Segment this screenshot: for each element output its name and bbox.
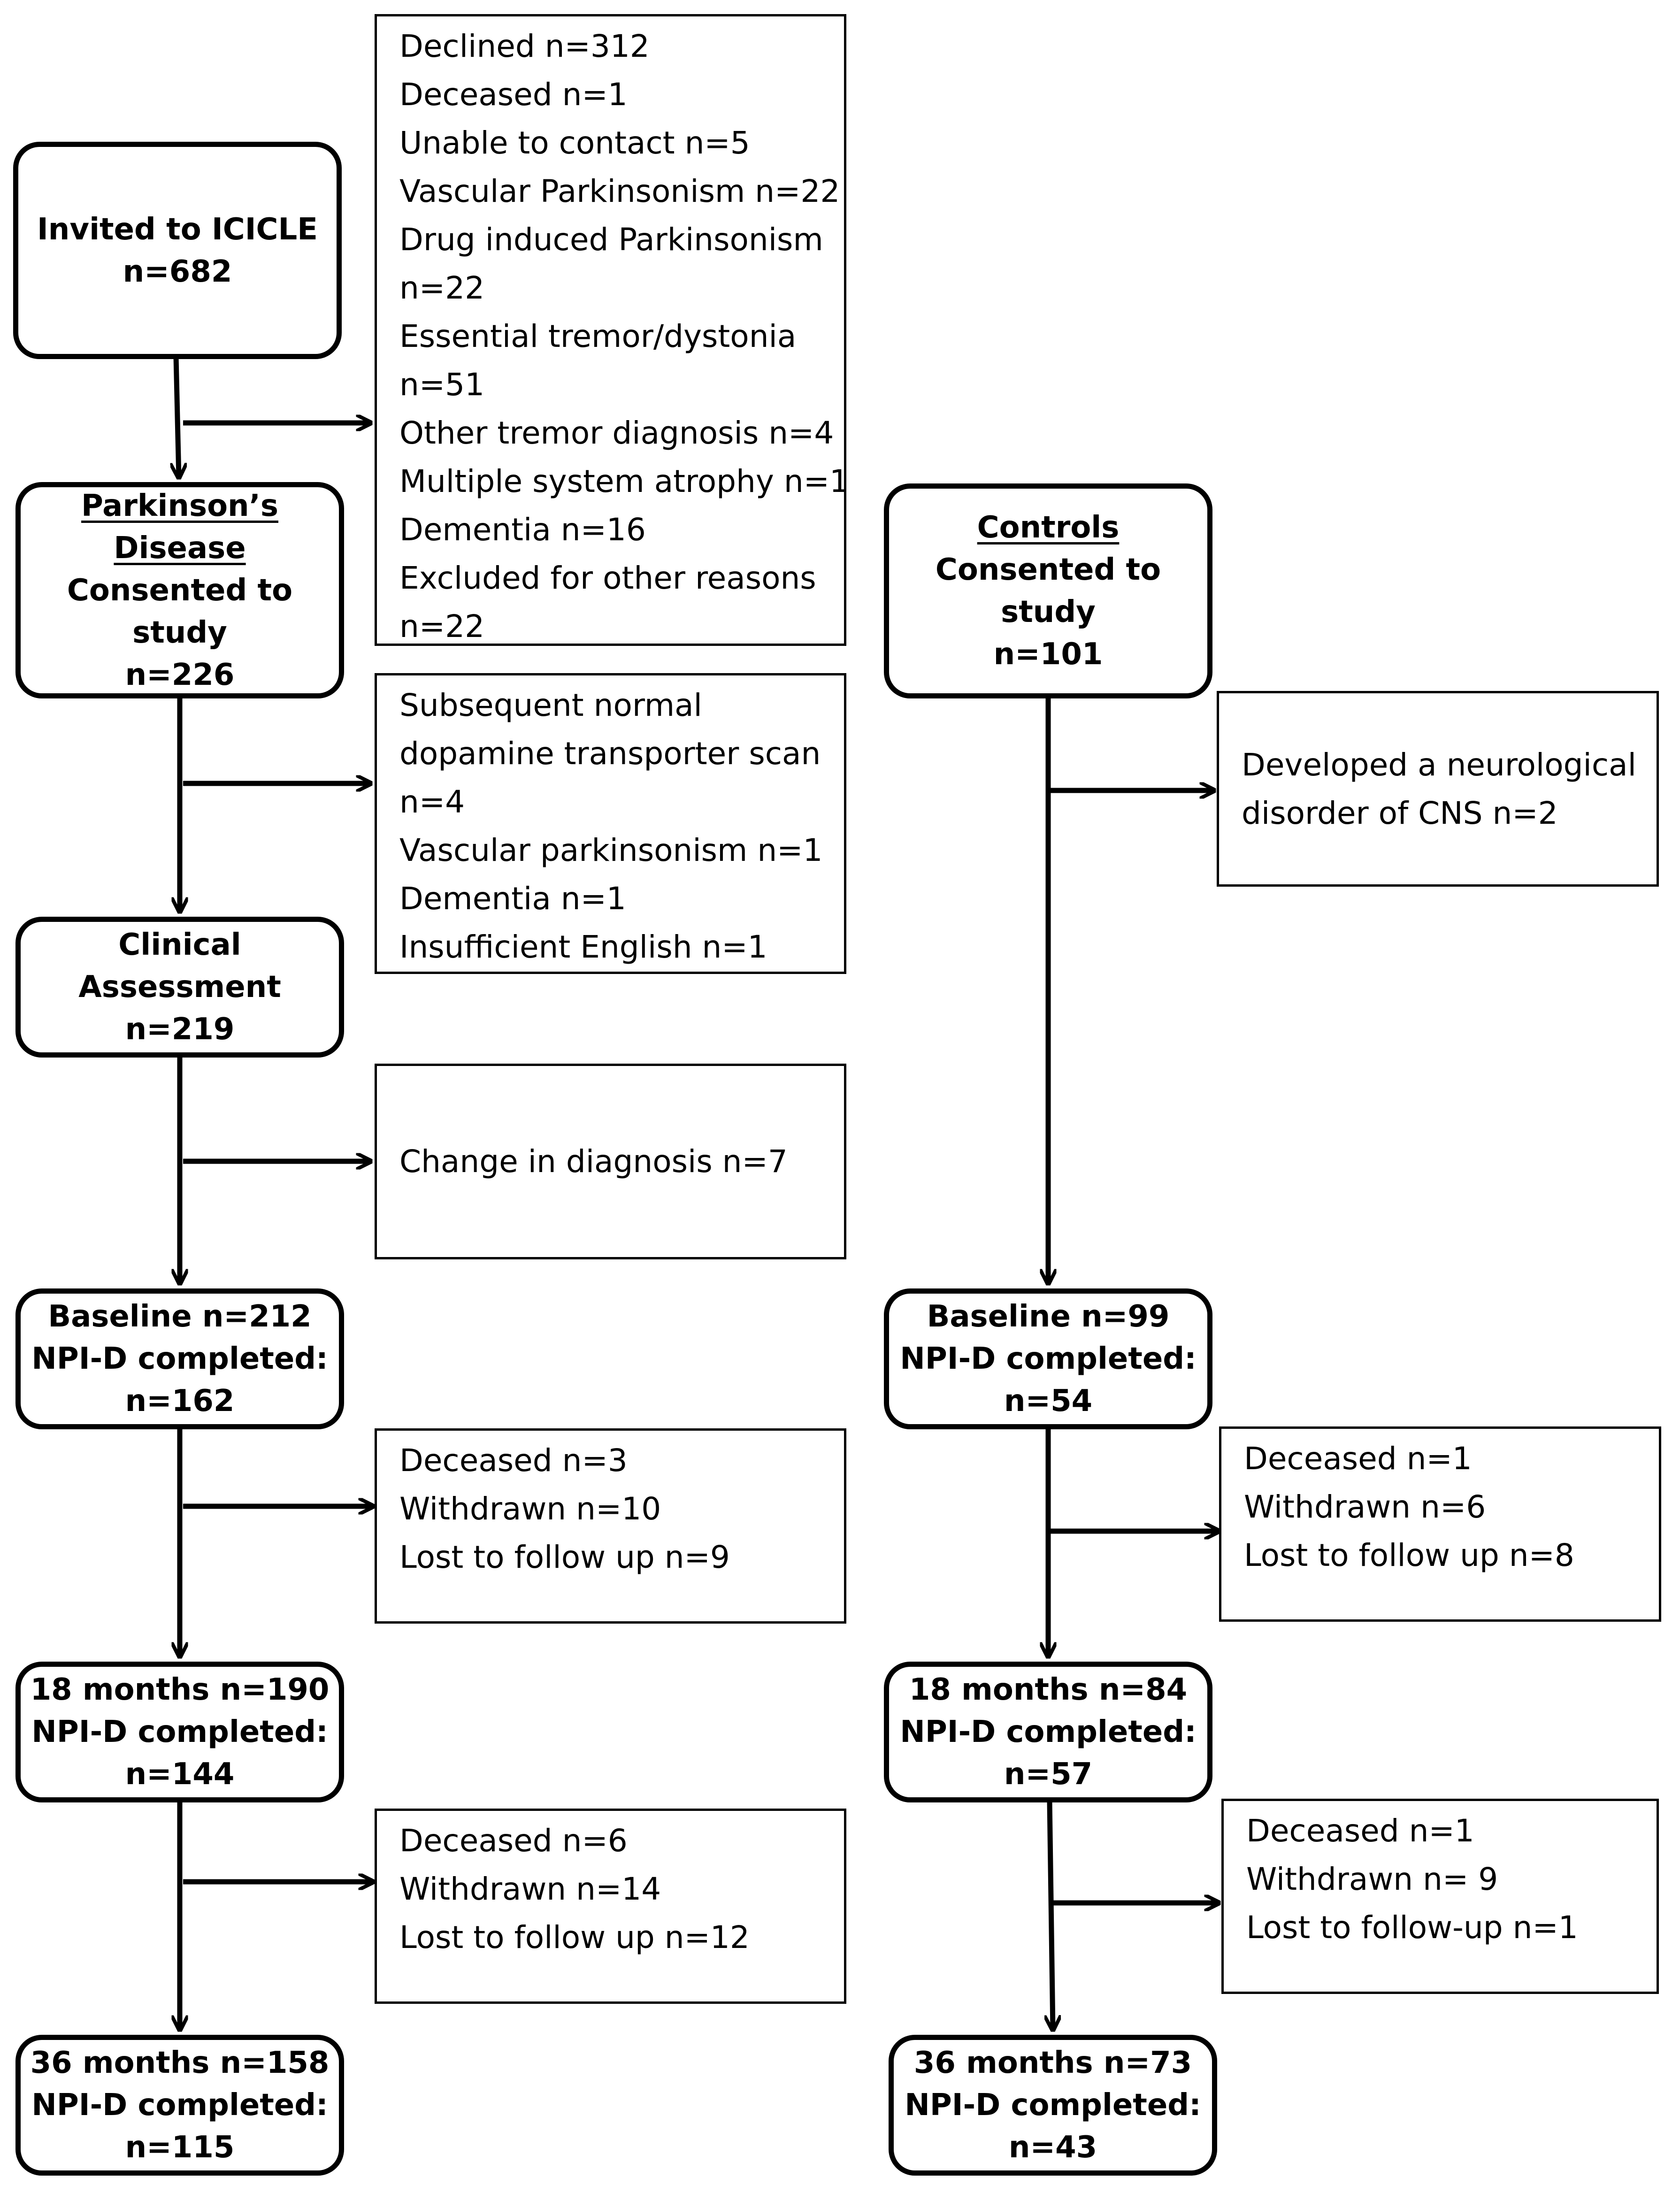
controls-36m-npid-label: NPI-D completed: — [905, 2088, 1201, 2123]
invited-node: Invited to ICICLE n=682 — [13, 142, 342, 359]
exclusion-item: n=51 — [399, 367, 485, 403]
exclusion-item: Other tremor diagnosis n=4 — [399, 415, 834, 451]
exclusion-item: Deceased n=1 — [1246, 1813, 1474, 1849]
pd-baseline-node: Baseline n=212 NPI-D completed: n=162 — [15, 1288, 344, 1429]
pd-18m-npid-count: n=144 — [125, 1757, 235, 1792]
controls-36m-total: 36 months n=73 — [913, 2046, 1192, 2080]
exclusion-item: Deceased n=1 — [399, 77, 628, 113]
controls-baseline-total: Baseline n=99 — [927, 1299, 1170, 1334]
pd-baseline-exclusions-box: Deceased n=3 Withdrawn n=10 Lost to foll… — [375, 1428, 846, 1624]
exclusion-item: Vascular parkinsonism n=1 — [399, 832, 823, 868]
pd-consented-label2: study — [132, 615, 227, 650]
pd-baseline-total: Baseline n=212 — [48, 1299, 312, 1334]
exclusion-item: Withdrawn n=14 — [399, 1871, 661, 1907]
pd-baseline-npid-count: n=162 — [125, 1384, 235, 1418]
pd-36m-node: 36 months n=158 NPI-D completed: n=115 — [15, 2035, 344, 2176]
exclusion-item: n=4 — [399, 784, 465, 820]
exclusion-item: Vascular Parkinsonism n=22 — [399, 173, 840, 209]
controls-consented-node: Controls Consented to study n=101 — [884, 483, 1212, 698]
controls-18m-npid-label: NPI-D completed: — [900, 1715, 1197, 1749]
invited-label: Invited to ICICLE — [37, 212, 318, 247]
exclusion-item: disorder of CNS n=2 — [1242, 795, 1558, 831]
exclusion-item: Developed a neurological — [1242, 746, 1636, 783]
exclusion-item: Lost to follow up n=12 — [399, 1919, 750, 1955]
pd-36m-npid-count: n=115 — [125, 2130, 235, 2165]
pd-clinical-node: Clinical Assessment n=219 — [15, 917, 344, 1058]
exclusion-item: Subsequent normal — [399, 687, 702, 723]
pd-clinical-exclusions-box: Change in diagnosis n=7 — [375, 1064, 846, 1259]
exclusion-item: Withdrawn n=6 — [1244, 1489, 1486, 1525]
pd-36m-npid-label: NPI-D completed: — [31, 2088, 328, 2123]
exclusion-item: Deceased n=1 — [1244, 1441, 1472, 1477]
controls-18m-npid-count: n=57 — [1004, 1757, 1093, 1792]
controls-baseline-exclusions-box: Deceased n=1 Withdrawn n=6 Lost to follo… — [1219, 1426, 1661, 1622]
exclusion-item: Drug induced Parkinsonism — [399, 222, 823, 258]
exclusion-item: Dementia n=1 — [399, 881, 626, 917]
invited-count: n=682 — [123, 254, 232, 289]
controls-36m-npid-count: n=43 — [1008, 2130, 1097, 2165]
controls-18m-total: 18 months n=84 — [909, 1672, 1188, 1707]
controls-baseline-npid-count: n=54 — [1004, 1384, 1093, 1418]
exclusion-item: Essential tremor/dystonia — [399, 318, 797, 354]
controls-baseline-npid-label: NPI-D completed: — [900, 1342, 1197, 1376]
controls-consented-label: Consented to — [935, 552, 1161, 587]
clinical-label1: Clinical — [118, 928, 241, 962]
exclusion-item: Withdrawn n=10 — [399, 1491, 661, 1527]
controls-baseline-node: Baseline n=99 NPI-D completed: n=54 — [884, 1288, 1212, 1429]
pd-18m-total: 18 months n=190 — [30, 1672, 330, 1707]
pd-consented-node: Parkinson’s Disease Consented to study n… — [15, 482, 344, 698]
arrow-invited-to-consented — [176, 356, 179, 478]
exclusion-item: Declined n=312 — [399, 28, 650, 64]
pd-consent-exclusions-box: Subsequent normal dopamine transporter s… — [375, 673, 846, 974]
arrow-controls-18m-to-36m — [1050, 1800, 1053, 2030]
exclusion-item: Insufficient English n=1 — [399, 929, 767, 965]
controls-18m-node: 18 months n=84 NPI-D completed: n=57 — [884, 1662, 1212, 1802]
pd-18m-exclusions-box: Deceased n=6 Withdrawn n=14 Lost to foll… — [375, 1809, 846, 2004]
exclusion-item: Excluded for other reasons — [399, 560, 816, 596]
screening-exclusions-box: Declined n=312 Deceased n=1 Unable to co… — [375, 14, 849, 646]
clinical-count: n=219 — [125, 1012, 235, 1047]
exclusion-item: Lost to follow up n=8 — [1244, 1537, 1574, 1573]
exclusion-item: Unable to contact n=5 — [399, 125, 750, 161]
controls-36m-node: 36 months n=73 NPI-D completed: n=43 — [889, 2035, 1217, 2176]
pd-title-line2: Disease — [114, 530, 246, 566]
pd-18m-node: 18 months n=190 NPI-D completed: n=144 — [15, 1662, 344, 1802]
pd-baseline-npid-label: NPI-D completed: — [31, 1342, 328, 1376]
controls-title: Controls — [977, 510, 1120, 545]
controls-consented-label2: study — [1001, 595, 1096, 629]
exclusion-item: Change in diagnosis n=7 — [399, 1143, 788, 1180]
pd-18m-npid-label: NPI-D completed: — [31, 1715, 328, 1749]
pd-consented-label: Consented to — [67, 573, 293, 608]
exclusion-item: Dementia n=16 — [399, 512, 646, 548]
exclusion-item: n=22 — [399, 608, 485, 644]
pd-title-line1: Parkinson’s — [81, 488, 279, 523]
exclusion-item: n=22 — [399, 270, 485, 306]
exclusion-item: Multiple system atrophy n=1 — [399, 463, 849, 499]
exclusion-item: Withdrawn n= 9 — [1246, 1861, 1498, 1897]
exclusion-item: dopamine transporter scan — [399, 736, 821, 772]
controls-consented-count: n=101 — [993, 637, 1103, 672]
exclusion-item: Lost to follow-up n=1 — [1246, 1909, 1578, 1946]
pd-36m-total: 36 months n=158 — [30, 2046, 330, 2080]
pd-consented-count: n=226 — [125, 657, 235, 692]
controls-18m-exclusions-box: Deceased n=1 Withdrawn n= 9 Lost to foll… — [1221, 1799, 1659, 1994]
clinical-label2: Assessment — [78, 970, 281, 1004]
exclusion-item: Deceased n=3 — [399, 1442, 628, 1479]
exclusion-item: Deceased n=6 — [399, 1823, 628, 1859]
controls-consent-exclusions-box: Developed a neurological disorder of CNS… — [1217, 691, 1659, 887]
exclusion-item: Lost to follow up n=9 — [399, 1539, 730, 1575]
